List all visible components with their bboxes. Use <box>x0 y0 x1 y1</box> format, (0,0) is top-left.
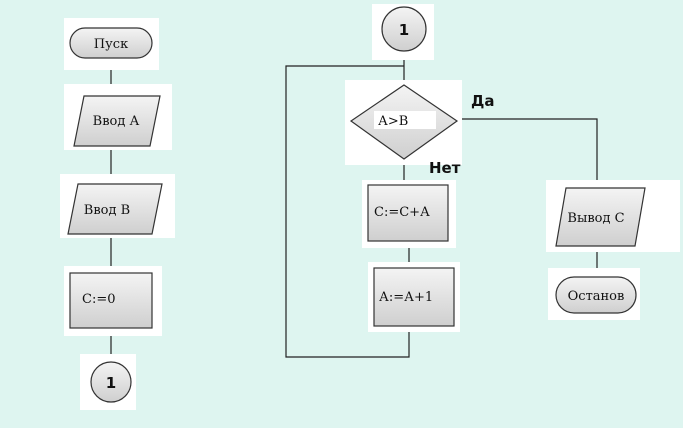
edge-yes-branch <box>457 118 598 188</box>
condition-text-bg <box>374 111 436 129</box>
input-a-parallelogram <box>73 95 161 147</box>
start-terminator <box>69 27 153 59</box>
left-flow: Пуск Ввод А Ввод В С:=0 1 <box>60 18 175 410</box>
right-flow: 1 А>В Да Нет С:=С+А А:=А+1 Вывод С Остан… <box>285 4 680 358</box>
init-label: С:=0 <box>82 292 116 307</box>
condition-label: А>В <box>378 114 408 129</box>
output-label: Вывод С <box>567 211 624 226</box>
accumulate-process <box>367 184 449 242</box>
input-b-label: Ввод В <box>84 203 130 218</box>
input-b-parallelogram <box>67 183 163 235</box>
accumulate-label: С:=С+А <box>374 205 430 220</box>
left-connector-circle <box>90 361 132 403</box>
edge-loop-back <box>285 65 410 358</box>
increment-process <box>373 267 455 327</box>
increment-label: А:=А+1 <box>379 290 433 305</box>
no-label: Нет <box>429 159 461 177</box>
input-a-label: Ввод А <box>93 114 140 129</box>
stop-terminator <box>555 276 637 314</box>
left-connector-label: 1 <box>106 374 116 392</box>
right-connector-label: 1 <box>399 21 409 39</box>
right-connector-circle <box>381 6 427 52</box>
stop-label: Останов <box>568 289 625 304</box>
output-parallelogram <box>555 187 646 247</box>
yes-label: Да <box>471 92 494 110</box>
init-process <box>69 272 153 329</box>
start-label: Пуск <box>94 37 128 52</box>
